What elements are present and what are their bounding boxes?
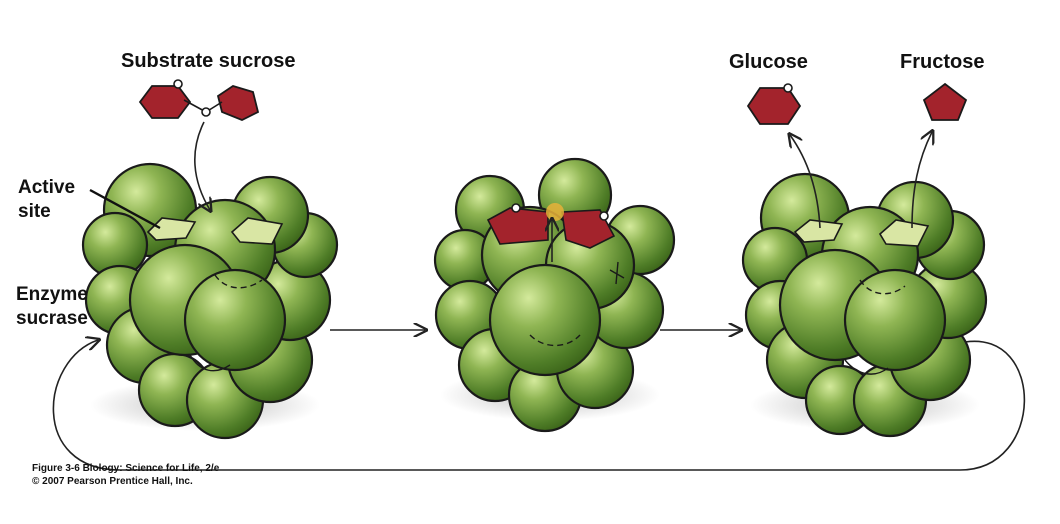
- enzyme-label-line1: Enzyme: [16, 284, 88, 305]
- enzyme-label: Enzyme sucrase: [16, 283, 88, 331]
- fructose-label: Fructose: [900, 51, 985, 73]
- figure-credit-line1: Figure 3-6 Biology: Science for Life, 2/…: [32, 463, 220, 474]
- enzyme-label-line2: sucrase: [16, 308, 88, 329]
- enzyme-2-bond-glow: [546, 203, 564, 221]
- fructose-release-arrow: [911, 132, 932, 229]
- glucose-molecule: [746, 83, 802, 125]
- substrate-hexagon: [138, 85, 192, 119]
- fructose-molecule: [922, 82, 968, 121]
- substrate-to-enzyme-arrow: [194, 121, 210, 210]
- enzyme-1: [81, 162, 339, 440]
- glucose-label: Glucose: [729, 51, 808, 73]
- enzyme-3: [741, 172, 988, 438]
- enzyme-3-active-site-right: [878, 219, 930, 247]
- active-site-label: Active site: [18, 176, 75, 224]
- enzyme-1-body: [81, 162, 339, 440]
- glucose-release-arrow: [790, 135, 821, 229]
- figure-credit-line2: © 2007 Pearson Prentice Hall, Inc.: [32, 476, 193, 487]
- active-site-label-line2: site: [18, 201, 51, 222]
- enzyme-2-body: [433, 157, 676, 433]
- enzyme-recycle-arrow: [52, 340, 1026, 471]
- enzyme-1-active-site-right: [230, 217, 284, 245]
- substrate-pentagon: [216, 85, 260, 121]
- fructose-pentagon: [922, 82, 968, 121]
- substrate-sucrose-molecule: [138, 79, 260, 121]
- substrate-label: Substrate sucrose: [121, 50, 296, 72]
- enzyme-2: [433, 157, 676, 433]
- figure-credit: Figure 3-6 Biology: Science for Life, 2/…: [32, 462, 219, 488]
- glucose-hexagon: [746, 87, 802, 125]
- active-site-label-line1: Active: [18, 177, 76, 198]
- enzyme-3-active-site-left: [793, 219, 844, 243]
- enzyme-1-active-site-left: [146, 217, 197, 241]
- active-site-pointer: [89, 188, 161, 230]
